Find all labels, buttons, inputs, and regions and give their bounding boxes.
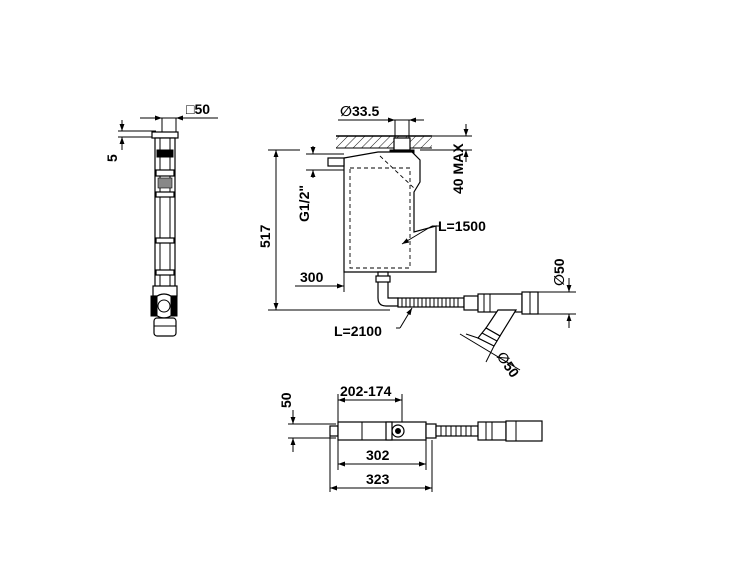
plan-view: 50 202-174 302 323 [278,383,543,492]
tank-hidden-outline [349,167,411,269]
top-fitting [393,137,411,151]
corrugated-hose [397,297,465,308]
plan-hose [435,425,479,437]
thread-label: G1/2" [296,185,312,222]
hose-length-label: L=2100 [334,323,382,339]
length-inner-label: 302 [366,447,390,463]
tube-body [154,137,176,289]
thread-inlet [327,157,345,167]
front-view: ∅33.5 40 MAX G1/2" 517 [257,103,576,380]
floor-hatch [336,136,432,148]
max-depth-label: 40 MAX [450,143,466,194]
plan-body [337,421,427,441]
y-fitting [463,291,539,347]
tank-body [343,151,437,273]
plan-width-label: 50 [278,392,294,408]
cable-length-label: L=1500 [438,218,486,234]
side-view: □50 5 [104,101,218,337]
square-size-label: □50 [186,101,210,117]
offset-300-label: 300 [300,269,324,285]
outlet-diameter-label: ∅50 [551,258,567,286]
offset-label: 5 [104,154,120,162]
elbow-diameter-label: ∅50 [494,349,523,381]
pipe-diameter-label: ∅33.5 [340,103,379,119]
cap-plate [151,131,179,139]
length-outer-label: 323 [366,471,390,487]
height-label: 517 [257,224,273,248]
elbow-outlet [153,317,177,337]
adjust-range-label: 202-174 [340,383,392,399]
